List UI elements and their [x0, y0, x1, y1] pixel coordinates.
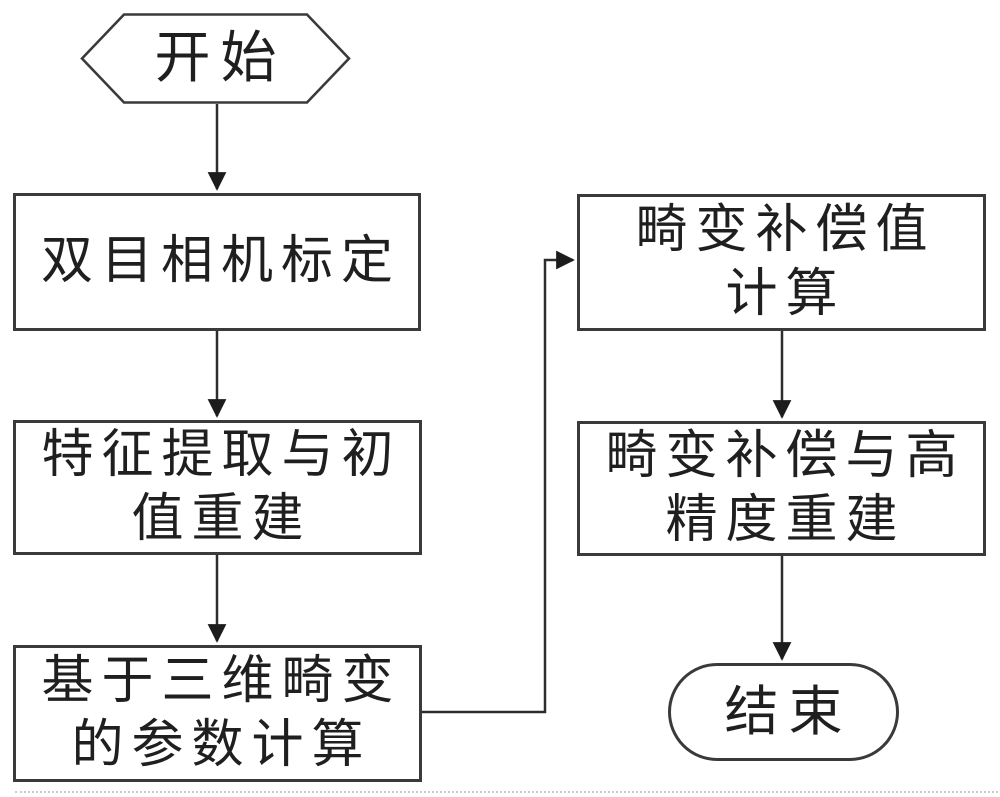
- node-distortion-compensation-high-precision-reconstruction: 畸变补偿与高 精度重建: [577, 421, 986, 556]
- feature-extraction-label: 特征提取与初 值重建: [41, 426, 402, 548]
- node-start: 开始: [80, 13, 351, 104]
- calibration-label: 双目相机标定: [40, 233, 401, 290]
- hexagon-shape: [80, 13, 351, 104]
- end-label: 结束: [724, 682, 853, 742]
- bottom-dotted-line: [15, 791, 998, 793]
- edge-param-to-compensation-value: [422, 250, 575, 714]
- compensation-reconstruction-label: 畸变补偿与高 精度重建: [605, 427, 966, 549]
- node-distortion-compensation-value-calculation: 畸变补偿值 计算: [577, 194, 986, 331]
- start-label: 开始: [154, 27, 287, 90]
- distortion-params-label: 基于三维畸变 的参数计算: [41, 652, 402, 774]
- node-feature-extraction-initial-reconstruction: 特征提取与初 值重建: [13, 420, 422, 555]
- node-3d-distortion-parameter-calculation: 基于三维畸变 的参数计算: [13, 645, 422, 782]
- compensation-value-label: 畸变补偿值 计算: [635, 201, 936, 323]
- node-binocular-camera-calibration: 双目相机标定: [13, 193, 421, 331]
- node-end: 结束: [668, 663, 899, 761]
